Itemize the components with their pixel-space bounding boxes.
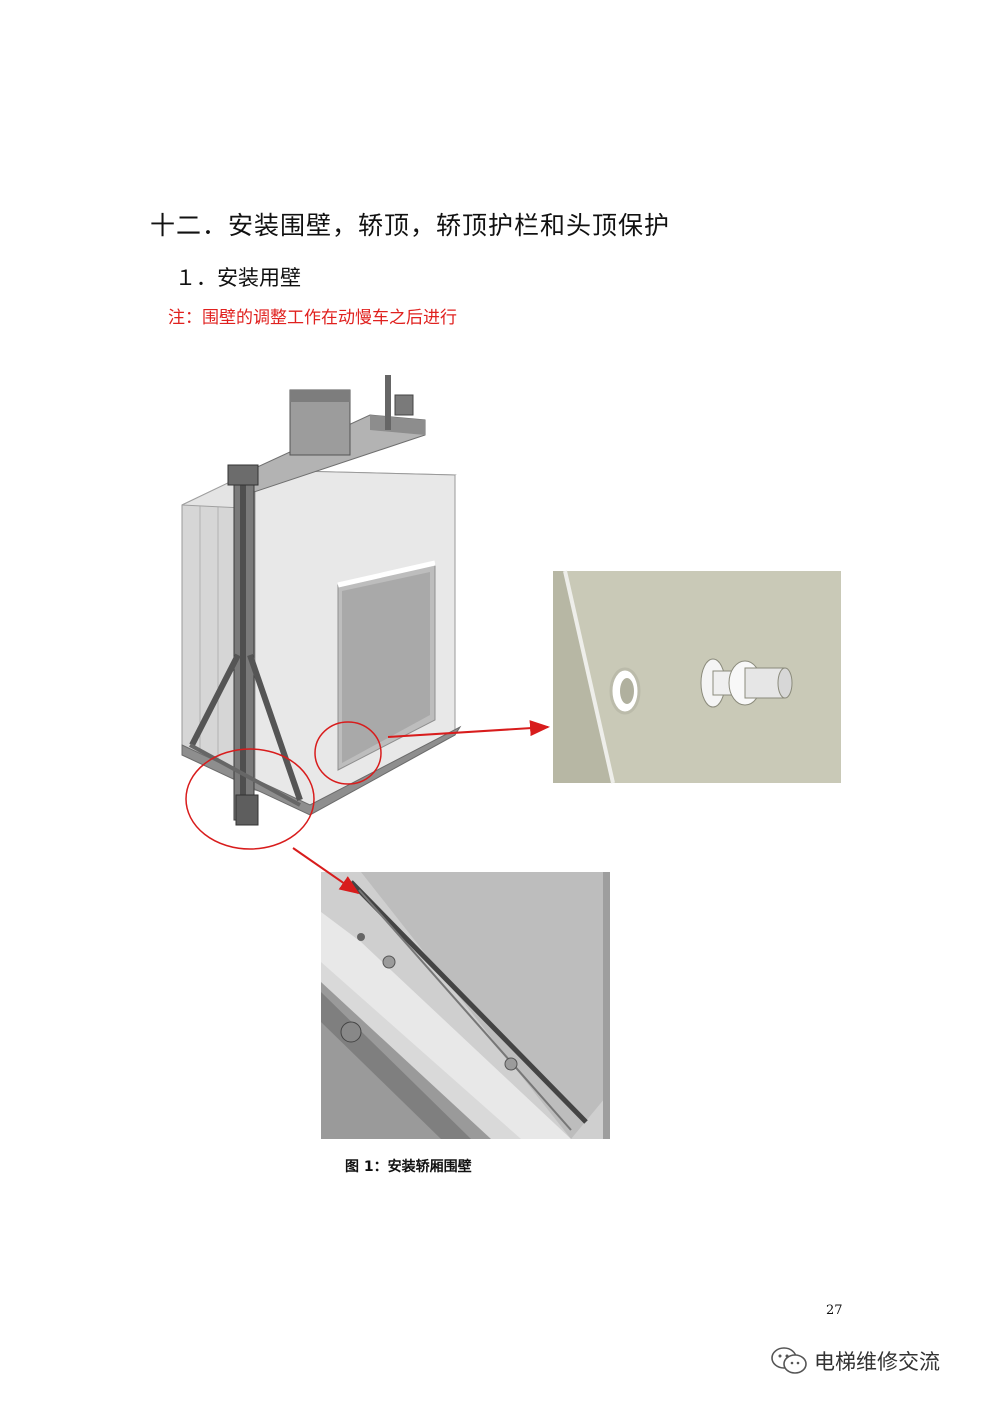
section-title: 十二．安装围壁，轿顶，轿顶护栏和头顶保护 (150, 211, 671, 240)
watermark-text: 电梯维修交流 (814, 1350, 940, 1374)
corner-highlight-circle (185, 748, 315, 850)
floor-fixing-detail-image (321, 872, 610, 1139)
wechat-icon (771, 1347, 807, 1374)
page-number: 27 (826, 1303, 843, 1318)
bolt-highlight-circle (314, 721, 382, 785)
elevator-car-illustration (181, 375, 462, 826)
bolt-detail-image (553, 570, 841, 784)
figure-caption: 图 1：安装轿厢围壁 (345, 1159, 472, 1175)
adjustment-note: 注：围壁的调整工作在动慢车之后进行 (168, 308, 457, 328)
bolt-detail-arrow (387, 720, 550, 738)
corner-detail-arrow (292, 847, 360, 895)
watermark: 电梯维修交流 (770, 1346, 940, 1376)
sub-title: １．安装用壁 (175, 266, 301, 290)
